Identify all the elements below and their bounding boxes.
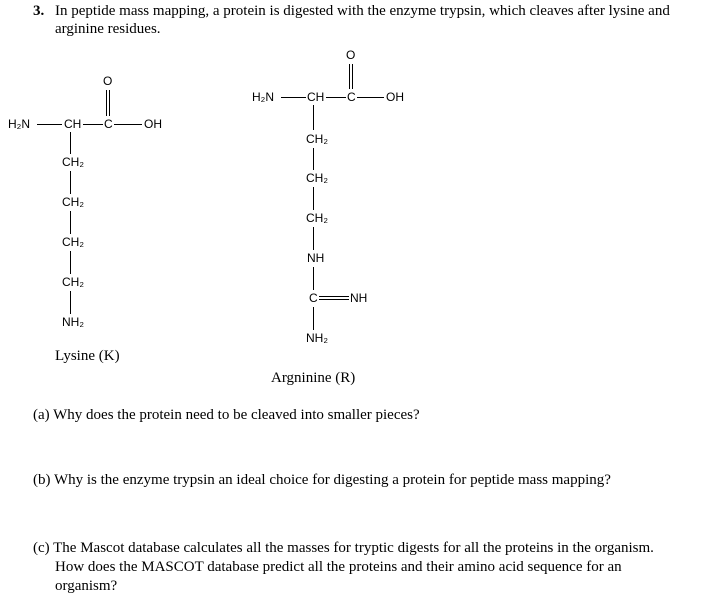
lysine-o: O bbox=[103, 74, 113, 88]
arginine-bond-1 bbox=[313, 105, 314, 130]
lysine-ch: CH bbox=[64, 117, 82, 131]
lysine-double-bond-co bbox=[106, 90, 110, 116]
arginine-caption: Argninine (R) bbox=[271, 370, 356, 386]
question-intro-line1: In peptide mass mapping, a protein is di… bbox=[55, 3, 670, 19]
arginine-bond-3 bbox=[313, 187, 314, 210]
arginine-bond-2 bbox=[313, 148, 314, 170]
arginine-double-bond-co bbox=[349, 64, 353, 89]
question-intro-line2: arginine residues. bbox=[55, 21, 161, 37]
arginine-bond-ch-c bbox=[326, 97, 346, 98]
lysine-h2n: H₂N bbox=[8, 117, 30, 131]
lysine-ch2-4: CH₂ bbox=[62, 275, 84, 289]
lysine-ch2-1: CH₂ bbox=[62, 155, 84, 169]
lysine-bond-4 bbox=[70, 251, 71, 274]
arginine-bond-5 bbox=[313, 267, 314, 290]
lysine-oh: OH bbox=[144, 117, 162, 131]
arginine-nh-imine: NH bbox=[350, 291, 368, 305]
arginine-nh2: NH₂ bbox=[306, 331, 328, 345]
arginine-oh: OH bbox=[386, 90, 404, 104]
arginine-double-bond-cn bbox=[319, 296, 349, 300]
arginine-bond-4 bbox=[313, 227, 314, 250]
arginine-ch2-1: CH₂ bbox=[306, 132, 328, 146]
lysine-bond-2 bbox=[70, 171, 71, 194]
arginine-ch2-3: CH₂ bbox=[306, 211, 328, 225]
lysine-caption: Lysine (K) bbox=[55, 348, 120, 364]
arginine-o: O bbox=[346, 48, 356, 62]
arginine-bond-c-oh bbox=[357, 97, 384, 98]
lysine-bond-n-ch bbox=[37, 124, 62, 125]
lysine-bond-ch-c bbox=[83, 124, 103, 125]
lysine-c: C bbox=[104, 117, 113, 131]
arginine-bond-6 bbox=[313, 307, 314, 330]
arginine-ch: CH bbox=[307, 90, 325, 104]
arginine-nh: NH bbox=[307, 251, 325, 265]
lysine-nh2: NH₂ bbox=[62, 315, 84, 329]
part-c-line1: (c) The Mascot database calculates all t… bbox=[33, 540, 654, 556]
part-c-line2: How does the MASCOT database predict all… bbox=[55, 559, 622, 575]
lysine-ch2-2: CH₂ bbox=[62, 195, 84, 209]
question-number: 3. bbox=[33, 3, 45, 19]
lysine-bond-c-oh bbox=[114, 124, 142, 125]
part-b: (b) Why is the enzyme trypsin an ideal c… bbox=[33, 472, 611, 488]
part-c-line3: organism? bbox=[55, 578, 118, 594]
arginine-c2: C bbox=[309, 291, 318, 305]
lysine-bond-5 bbox=[70, 291, 71, 314]
lysine-bond-3 bbox=[70, 211, 71, 234]
arginine-bond-n-ch bbox=[281, 97, 306, 98]
lysine-ch2-3: CH₂ bbox=[62, 235, 84, 249]
part-a: (a) Why does the protein need to be clea… bbox=[33, 407, 420, 423]
arginine-c: C bbox=[347, 90, 356, 104]
lysine-bond-1 bbox=[70, 132, 71, 154]
arginine-h2n: H₂N bbox=[252, 90, 274, 104]
arginine-ch2-2: CH₂ bbox=[306, 171, 328, 185]
